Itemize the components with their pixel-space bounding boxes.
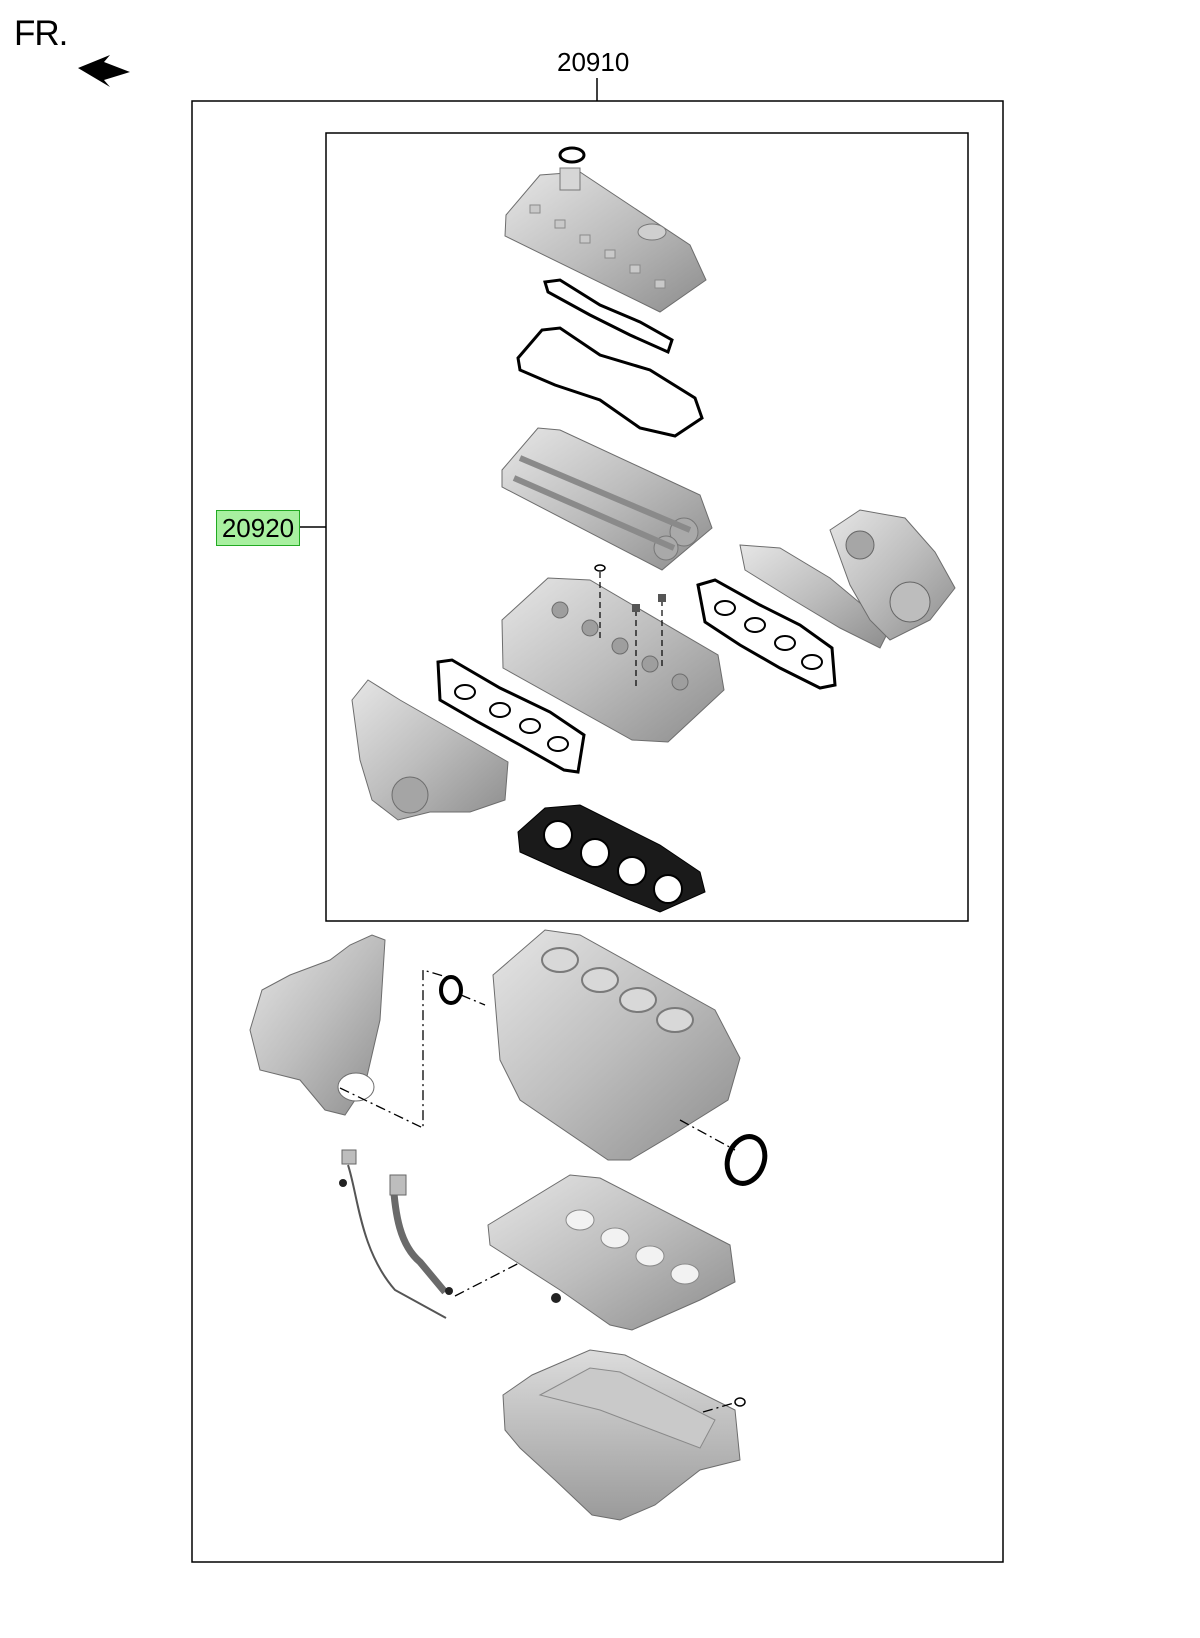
- assembly-part-number-callout[interactable]: 20910: [557, 47, 630, 77]
- cylinder-head: [501, 564, 725, 743]
- filler-cap-seal: [558, 146, 586, 164]
- timing-cover: [249, 934, 386, 1116]
- intake-manifold-gasket: [436, 658, 586, 774]
- subassembly-part-number-callout[interactable]: 20920: [216, 510, 300, 546]
- subassembly-frame: [300, 132, 969, 922]
- front-arrow-icon: [78, 55, 130, 87]
- camshaft-carrier: [501, 427, 713, 571]
- exhaust-manifold-gasket: [696, 578, 837, 690]
- turbocharger-exhaust-manifold: [739, 509, 956, 649]
- cylinder-head-cover: [504, 167, 707, 313]
- rear-crank-seal: [724, 1134, 768, 1186]
- oil-dipstick: [339, 1149, 453, 1319]
- cover-gasket-lower: [516, 326, 704, 438]
- assembly-frame: [191, 78, 1004, 1563]
- front-direction-label: FR.: [14, 14, 68, 53]
- ladder-frame: [487, 1174, 736, 1331]
- dipstick-leader: [454, 1254, 546, 1297]
- rear-seal-leader: [679, 1119, 736, 1151]
- cylinder-head-gasket: [517, 804, 706, 913]
- front-crank-seal: [439, 975, 463, 1005]
- cylinder-block: [492, 929, 741, 1161]
- intake-manifold: [351, 679, 509, 821]
- timing-cover-leader: [339, 969, 451, 1130]
- oil-pan: [502, 1349, 746, 1521]
- cover-gasket-upper: [543, 278, 674, 355]
- front-seal-leader: [460, 994, 486, 1006]
- oil-pan-plug-leader: [702, 1402, 735, 1413]
